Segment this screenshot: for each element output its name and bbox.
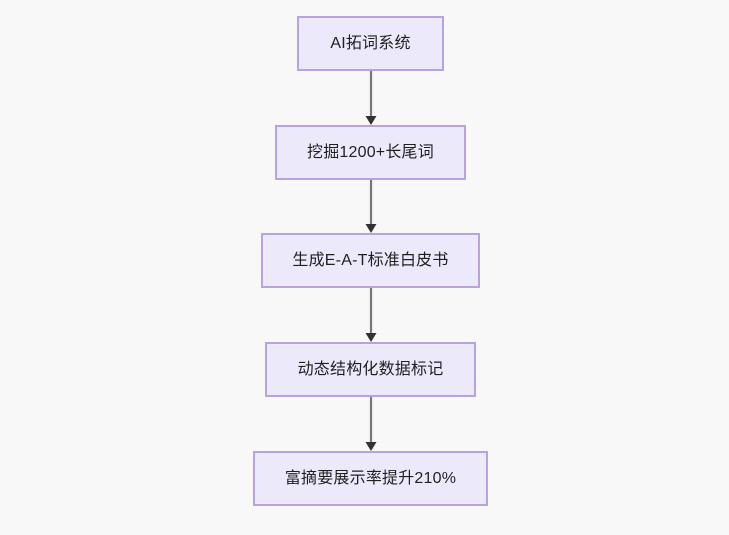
flow-node-label: 动态结构化数据标记 (297, 360, 444, 378)
flow-node-mine-longtail-keywords[interactable]: 挖掘1200+长尾词 (275, 125, 466, 180)
flow-node-label: 挖掘1200+长尾词 (307, 143, 434, 161)
flow-node-label: AI拓词系统 (330, 34, 411, 52)
flow-arrow-down-icon (361, 71, 381, 125)
flow-arrow-down-icon (361, 397, 381, 451)
flow-node-generate-eat-whitepaper[interactable]: 生成E-A-T标准白皮书 (261, 233, 480, 288)
flow-arrow-down-icon (361, 288, 381, 342)
flow-node-label: 富摘要展示率提升210% (284, 469, 457, 487)
flow-node-dynamic-structured-data-markup[interactable]: 动态结构化数据标记 (265, 342, 476, 397)
flow-arrow-down-icon (361, 180, 381, 233)
flow-node-label: 生成E-A-T标准白皮书 (292, 251, 449, 269)
flow-node-rich-snippet-impression-uplift[interactable]: 富摘要展示率提升210% (253, 451, 488, 506)
flow-node-ai-keyword-system[interactable]: AI拓词系统 (297, 16, 444, 71)
